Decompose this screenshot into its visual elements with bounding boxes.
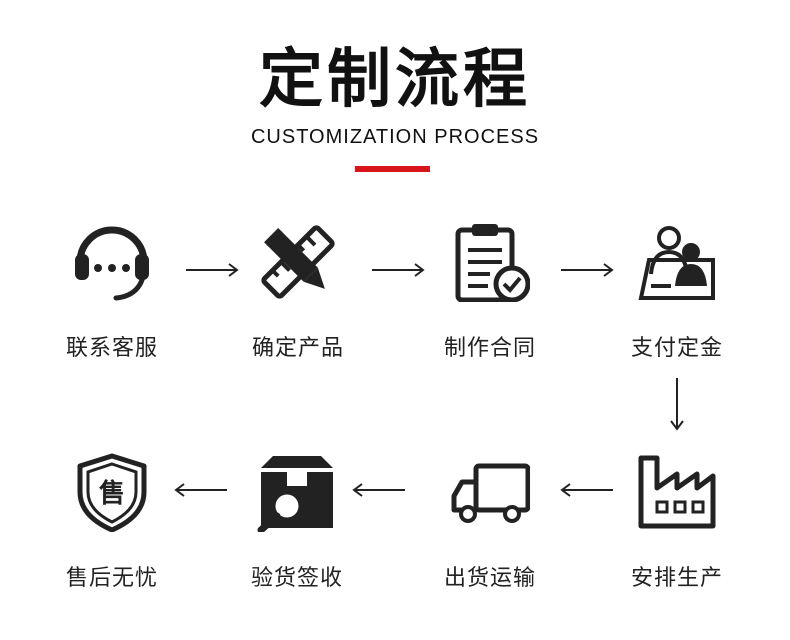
page-title: 定制流程 [259,43,531,117]
step-label: 验货签收 [250,566,343,591]
step-label: 支付定金 [630,336,723,361]
arrow-right [561,263,615,277]
truck-icon [451,463,530,523]
arrow-right [186,263,240,277]
clipboard-check-icon [455,224,530,302]
arrow-left [173,483,227,497]
box-search-icon [257,456,333,532]
step-label: 制作合同 [443,336,536,361]
step-label: 安排生产 [630,566,723,591]
arrow-left [351,483,405,497]
step-label: 确定产品 [251,336,344,361]
page-subtitle: CUSTOMIZATION PROCESS [250,126,540,148]
factory-icon [638,455,716,529]
step-label: 联系客服 [65,336,158,361]
title-underline [355,166,430,172]
pencil-ruler-icon [261,225,335,299]
arrow-right [372,263,426,277]
arrow-left [559,483,613,497]
step-label: 售后无忧 [65,566,158,591]
headset-icon [75,226,149,301]
shield-character: 售 [99,478,125,509]
step-label: 出货运输 [443,566,536,591]
arrow-down [670,378,684,432]
shield-icon: 售 [77,453,147,532]
users-card-icon [638,226,715,300]
